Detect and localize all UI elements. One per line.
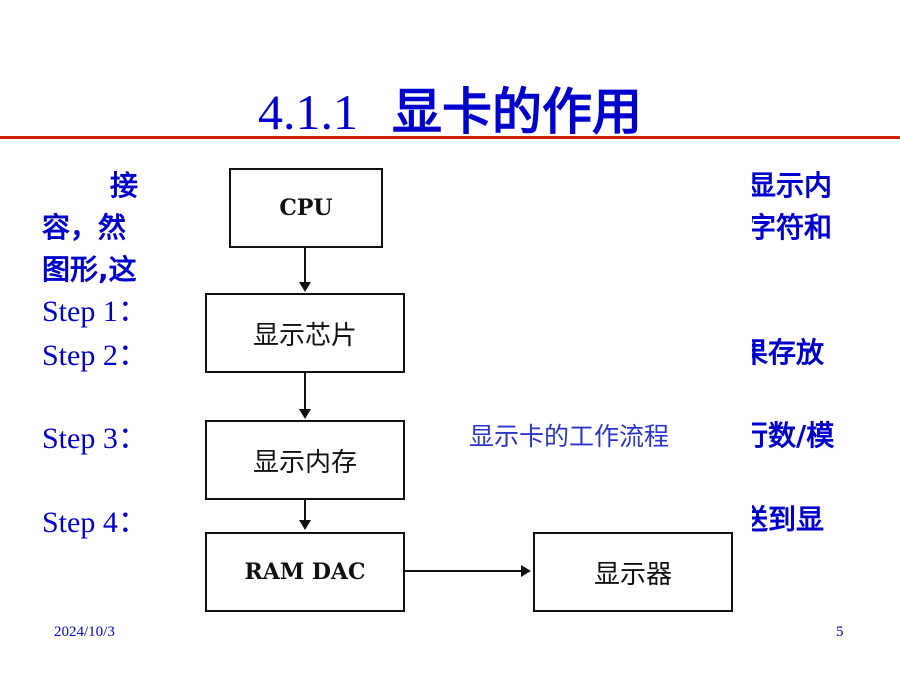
arrow-cpu-to-chip: [299, 246, 311, 292]
footer-page-number: 5: [836, 624, 844, 640]
arrow-memory-to-dac: [299, 498, 311, 530]
body-line-1-left: 接: [110, 169, 139, 202]
step-2-label: Step 2：: [42, 339, 148, 372]
title-text: 显卡的作用: [392, 83, 642, 141]
figure-caption: 显示卡的工作流程: [469, 422, 670, 451]
step-4-label: Step 4：: [42, 506, 148, 539]
step-4-tail: 送到显: [740, 503, 825, 536]
step-3-label: Step 3：: [42, 422, 148, 455]
footer-date: 2024/10/3: [54, 624, 115, 640]
display-memory-box: 显示内存: [205, 420, 405, 500]
body-line-2-left: 容，然: [42, 211, 127, 244]
flowchart-figure: CPU 显示芯片 显示内存 RAM DAC 显示器 显示卡的工作流程: [147, 150, 752, 640]
arrow-chip-to-memory: [299, 371, 311, 419]
body-line-1-right: 显示内: [748, 169, 833, 202]
body-line-3-left: 图形,这: [42, 253, 137, 286]
body-line-2-right: 字符和: [748, 211, 833, 244]
title-divider: [0, 136, 900, 139]
ram-dac-box: RAM DAC: [205, 532, 405, 612]
step-2-tail: 果存放: [740, 336, 825, 369]
arrow-dac-to-monitor: [403, 565, 531, 577]
slide-title: 4.1.1 显卡的作用: [0, 72, 900, 144]
cpu-box: CPU: [229, 168, 383, 248]
step-3-tail: 行数/模: [740, 419, 835, 452]
title-number: 4.1.1: [258, 84, 358, 140]
display-chip-box: 显示芯片: [205, 293, 405, 373]
monitor-box: 显示器: [533, 532, 733, 612]
step-1-label: Step 1：: [42, 295, 148, 328]
